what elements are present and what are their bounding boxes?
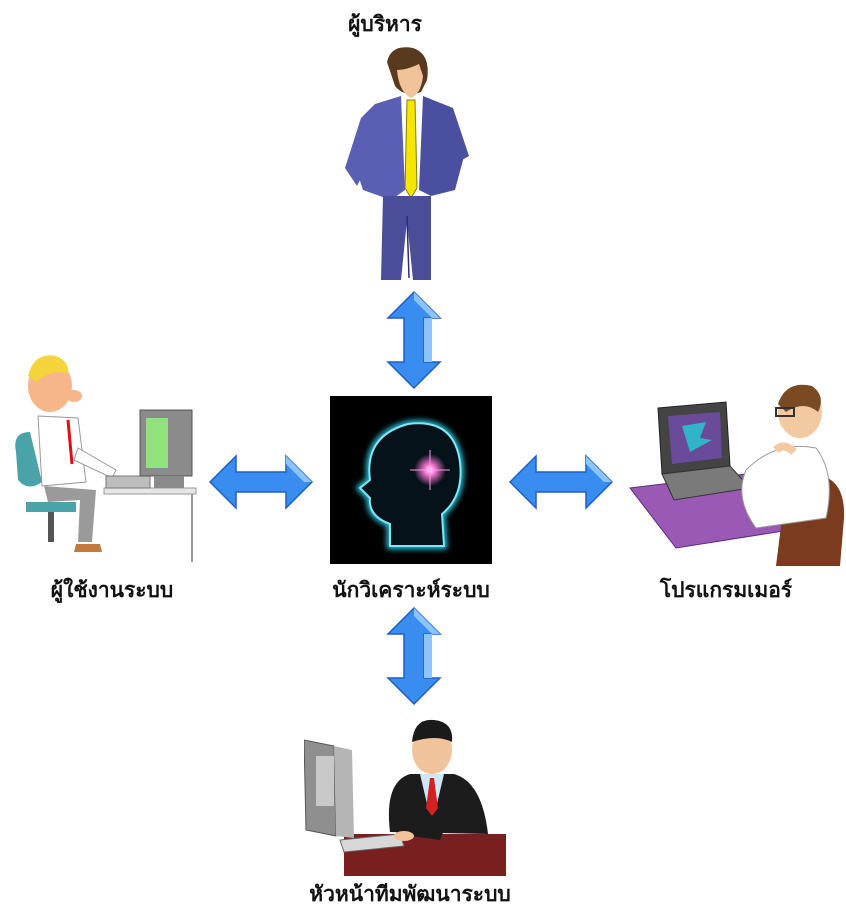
team-leader-figure-icon [304,712,510,876]
arrow-bottom-connector [384,606,444,706]
executive-figure-icon [335,40,475,285]
label-system-analyst: นักวิเคราะห์ระบบ [332,577,490,602]
arrow-top-connector [384,290,444,390]
arrow-right-connector [508,452,614,512]
label-executive: ผู้บริหาร [348,11,422,36]
glowing-head-icon [330,396,492,564]
programmer-figure-icon [626,378,846,568]
computer-user-figure-icon [8,352,198,564]
label-system-user: ผู้ใช้งานระบบ [50,577,174,602]
arrow-left-connector [208,452,314,512]
label-programmer: โปรแกรมเมอร์ [659,577,793,602]
label-team-leader: หัวหน้าทีมพัฒนาระบบ [309,881,511,906]
